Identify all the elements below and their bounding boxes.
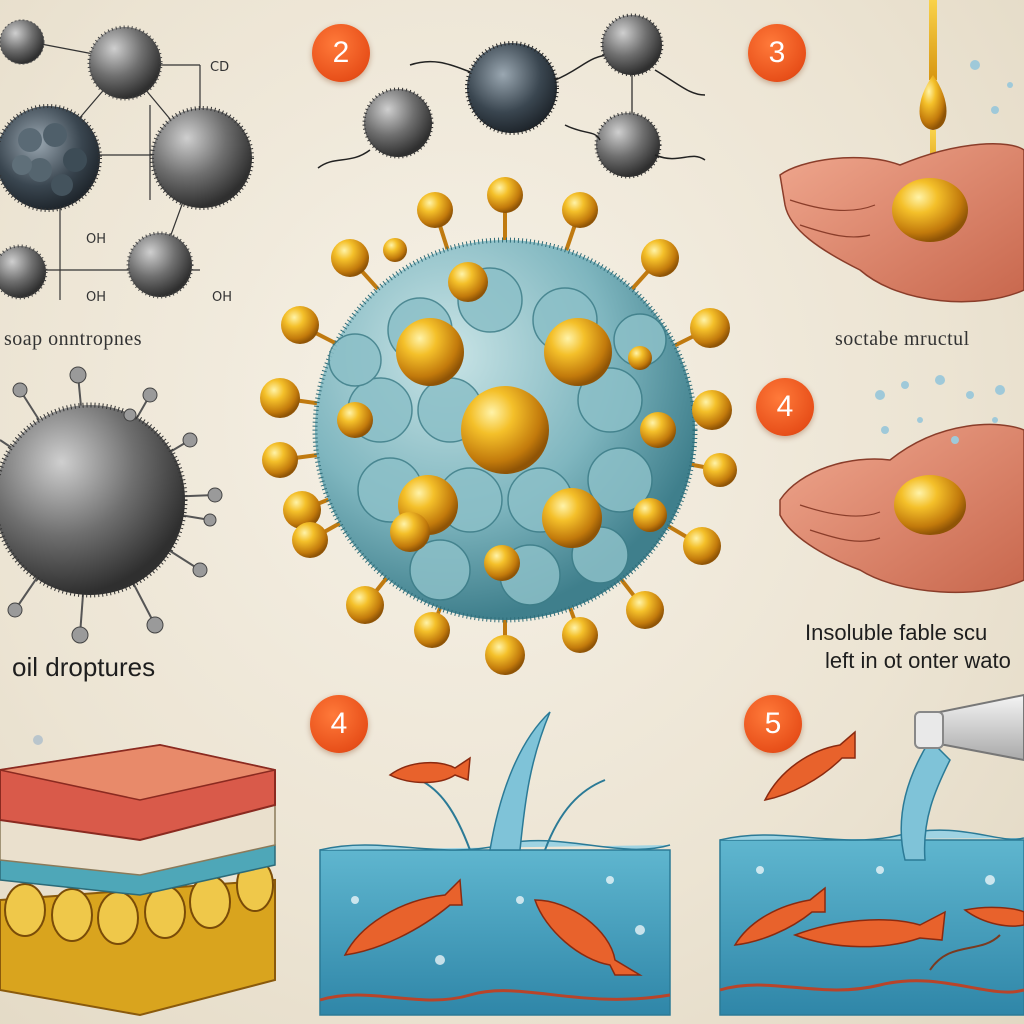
- step-badge-2: 2: [312, 24, 370, 82]
- oil-pour-scene: [779, 0, 1024, 303]
- label-insoluble-line2: left in ot onter wato: [825, 648, 1011, 673]
- hands-with-droplet: [779, 375, 1024, 594]
- step-badge-4b-text: 4: [330, 707, 348, 740]
- label-soap-structure: soap onntropnes: [4, 328, 143, 350]
- step-badge-2-text: 2: [332, 36, 350, 69]
- label-oh-1: OH: [86, 232, 107, 247]
- layered-tissue: [0, 735, 276, 1017]
- label-cd: CD: [210, 60, 230, 75]
- step-badge-4a-text: 4: [776, 390, 794, 423]
- label-oh-2: OH: [86, 290, 107, 305]
- step-badge-4a: 4: [756, 378, 814, 436]
- step-badge-3: 3: [748, 24, 806, 82]
- pipe-pollution-scene: [719, 693, 1024, 1016]
- micelle-small-4: [0, 244, 48, 300]
- oil-droplet-spiky: [0, 366, 223, 644]
- label-soluble-structure: soctabe mructul: [835, 328, 970, 350]
- central-micelle: [260, 177, 737, 675]
- label-oil-droplets: oil droptures: [12, 652, 156, 682]
- water-splash-scene: [319, 711, 671, 1016]
- step-badge-5-text: 5: [764, 707, 782, 740]
- micelle-small-3: [126, 231, 194, 299]
- micelle-small-1: [0, 19, 45, 65]
- micelle-large-2: [150, 106, 254, 210]
- label-insoluble-line1: Insoluble fable scu: [805, 620, 988, 645]
- label-oh-3: OH: [212, 290, 233, 305]
- molecule-cluster-top: [317, 13, 706, 179]
- step-badge-3-text: 3: [768, 36, 786, 69]
- micelle-small-2: [87, 25, 163, 101]
- micelle-large-1: [0, 104, 102, 212]
- step-badge-4b: 4: [310, 695, 368, 753]
- step-badge-5: 5: [744, 695, 802, 753]
